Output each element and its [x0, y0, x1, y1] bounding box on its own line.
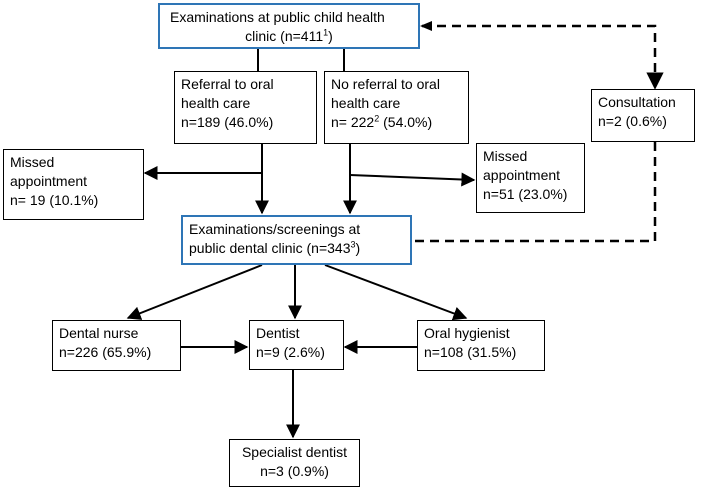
missed-right-count: n=51 (23.0%)	[483, 186, 568, 202]
referral-line2: health care	[181, 95, 251, 111]
specialist-label: Specialist dentist	[241, 444, 348, 460]
missed-appointment-right-box: Missed appointment n=51 (23.0%)	[476, 143, 585, 213]
dental-nurse-count: n=226 (65.9%)	[59, 344, 152, 360]
oral-hygienist-box: Oral hygienist n=108 (31.5%)	[417, 320, 545, 371]
dental-clinic-box: Examinations/screenings at public dental…	[181, 215, 412, 265]
consultation-count: n=2 (0.6%)	[598, 113, 667, 129]
missed-appointment-left-box: Missed appointment n= 19 (10.1%)	[3, 149, 144, 220]
oral-hygienist-label: Oral hygienist	[424, 325, 510, 341]
referral-line1: Referral to oral	[181, 76, 274, 92]
arrow-dental-clinic-to-oral-hygienist	[324, 264, 468, 321]
dentist-count: n=9 (2.6%)	[256, 344, 325, 360]
no-referral-line2: health care	[331, 95, 401, 111]
child-clinic-count: clinic (n=411	[245, 28, 324, 44]
no-referral-line1: No referral to oral	[331, 76, 440, 92]
arrow-dental-clinic-to-dental-nurse	[126, 264, 263, 320]
referral-count: n=189 (46.0%)	[181, 114, 274, 130]
child-clinic-footnote: 1	[323, 27, 329, 38]
dashed-consultation-to-dental-clinic	[412, 142, 657, 243]
missed-right-line2: appointment	[483, 167, 561, 183]
dental-clinic-count: public dental clinic (n=343	[189, 240, 351, 256]
no-referral-box: No referral to oral health care n= 2222 …	[324, 71, 469, 144]
referral-box: Referral to oral health care n=189 (46.0…	[174, 71, 317, 144]
arrow-to-missed-right	[349, 172, 476, 187]
specialist-dentist-box: Specialist dentist n=3 (0.9%)	[229, 439, 360, 487]
no-referral-footnote: 2	[374, 113, 380, 124]
child-clinic-line1: Examinations at public child health	[170, 9, 385, 25]
no-referral-count: n= 222	[331, 114, 375, 130]
child-health-clinic-box: Examinations at public child health clin…	[158, 3, 420, 49]
dentist-box: Dentist n=9 (2.6%)	[249, 320, 344, 370]
dentist-label: Dentist	[256, 325, 300, 341]
arrowhead-into-child-clinic	[420, 21, 432, 31]
consultation-label: Consultation	[598, 94, 676, 110]
missed-left-line1: Missed	[10, 154, 55, 170]
dental-nurse-box: Dental nurse n=226 (65.9%)	[52, 320, 181, 371]
missed-right-line1: Missed	[483, 148, 528, 164]
consultation-box: Consultation n=2 (0.6%)	[591, 89, 695, 142]
specialist-count: n=3 (0.9%)	[260, 463, 329, 479]
dental-clinic-footnote: 3	[350, 239, 356, 250]
missed-left-line2: appointment	[10, 173, 88, 189]
dashed-clinic-to-consultation	[422, 24, 664, 90]
oral-hygienist-count: n=108 (31.5%)	[424, 344, 517, 360]
missed-left-count: n= 19 (10.1%)	[10, 192, 99, 208]
dental-nurse-label: Dental nurse	[59, 325, 139, 341]
dental-clinic-line1: Examinations/screenings at	[189, 221, 361, 237]
